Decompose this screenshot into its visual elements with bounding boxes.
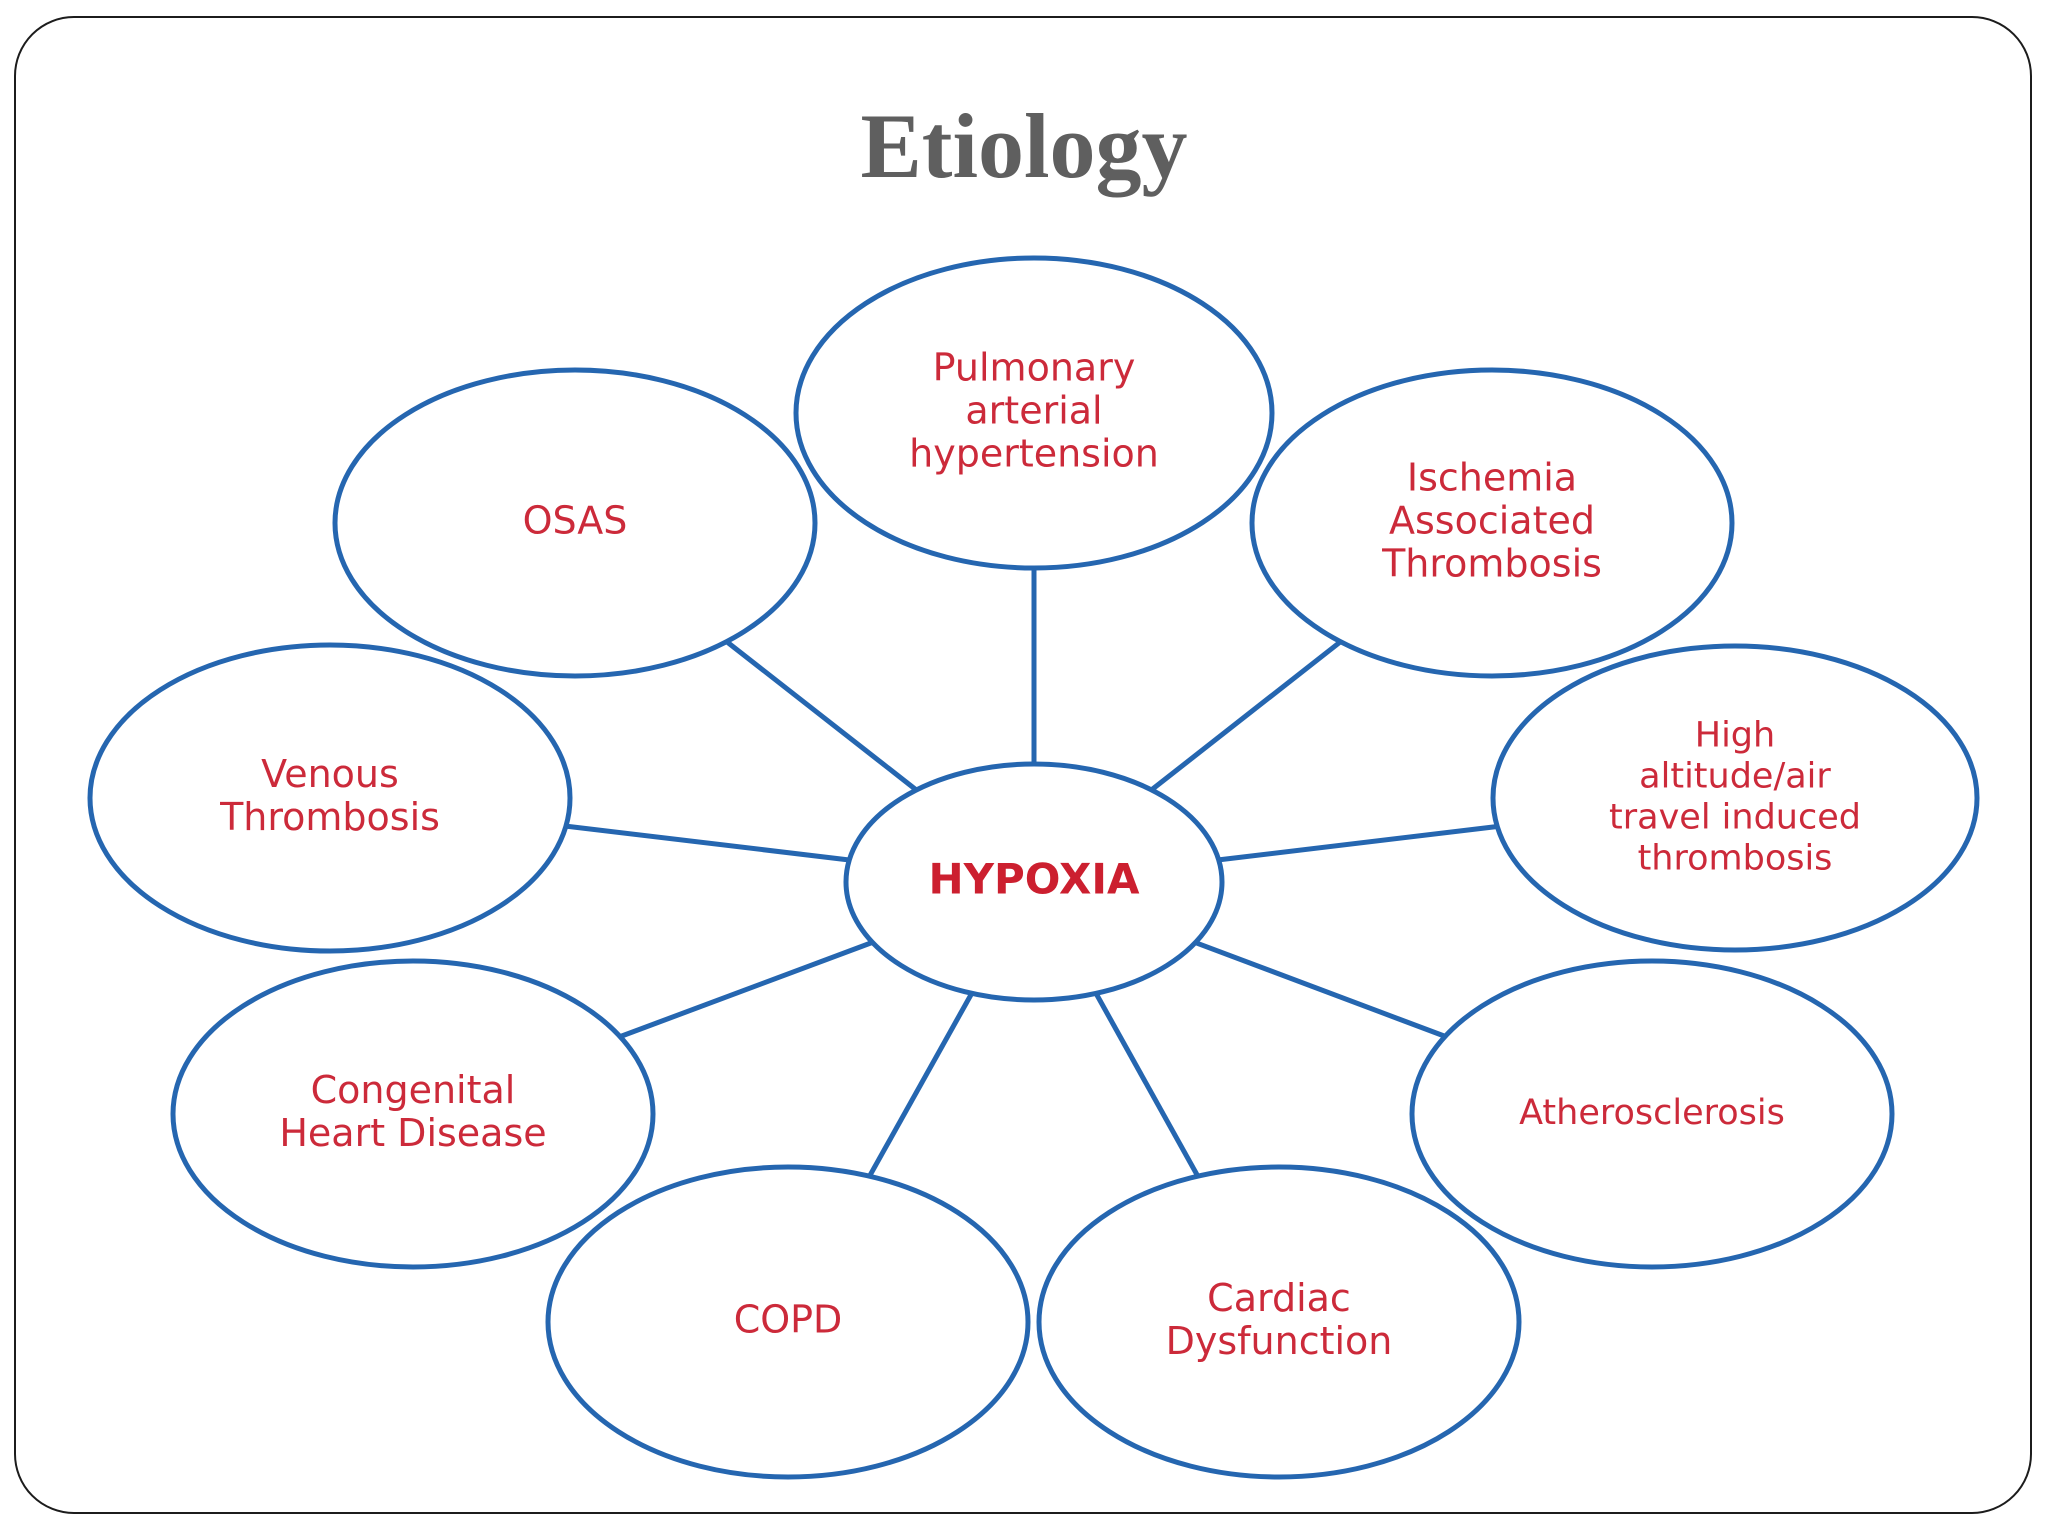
node-pulmonary-arterial-hypertension-label-line: hypertension <box>909 432 1159 476</box>
node-circle-osas <box>332 367 818 679</box>
node-osas: OSAS <box>332 367 818 679</box>
diagram-nodes: PulmonaryarterialhypertensionIschemiaAss… <box>87 255 1980 1480</box>
connector-cardiac-dysfunction <box>1093 992 1200 1178</box>
connector-lines <box>565 568 1498 1178</box>
node-cardiac-dysfunction-label-line: Cardiac <box>1207 1276 1351 1320</box>
node-venous-thrombosis-label-line: Thrombosis <box>219 795 440 839</box>
connector-osas <box>725 639 918 792</box>
node-high-altitude-thrombosis-label-line: thrombosis <box>1638 839 1833 879</box>
connector-ischemia-associated-thrombosis <box>1149 639 1343 792</box>
node-cardiac-dysfunction-label-line: Dysfunction <box>1166 1319 1393 1363</box>
node-congenital-heart-disease-label-line: Congenital <box>311 1068 516 1112</box>
node-circle-venous-thrombosis <box>87 642 573 954</box>
node-atherosclerosis-label-line: Atherosclerosis <box>1519 1093 1785 1133</box>
node-hypoxia-label-line: HYPOXIA <box>928 855 1140 904</box>
connector-venous-thrombosis <box>565 823 850 863</box>
node-ischemia-associated-thrombosis-label-line: Thrombosis <box>1381 542 1602 586</box>
node-congenital-heart-disease-label-line: Heart Disease <box>279 1111 546 1155</box>
node-circle-ischemia-associated-thrombosis <box>1249 367 1735 679</box>
connector-congenital-heart-disease <box>619 940 874 1039</box>
node-circle-cardiac-dysfunction <box>1036 1164 1522 1480</box>
node-atherosclerosis: Atherosclerosis <box>1409 958 1895 1270</box>
connector-atherosclerosis <box>1194 940 1447 1039</box>
node-pulmonary-arterial-hypertension-label-line: arterial <box>965 389 1102 433</box>
node-high-altitude-thrombosis-label-line: High <box>1695 716 1775 756</box>
node-hypoxia-center: HYPOXIA <box>843 761 1225 1003</box>
node-high-altitude-thrombosis-label-line: travel induced <box>1609 798 1861 838</box>
node-circle-atherosclerosis <box>1409 958 1895 1270</box>
node-circle-hypoxia <box>843 761 1225 1003</box>
node-copd-label-line: COPD <box>734 1298 843 1342</box>
node-circle-copd <box>545 1164 1031 1480</box>
node-high-altitude-thrombosis-label-line: altitude/air <box>1639 757 1831 797</box>
node-ischemia-associated-thrombosis-label-line: Associated <box>1389 499 1595 543</box>
slide-title: Etiology <box>860 95 1188 197</box>
node-osas-label-line: OSAS <box>523 499 628 543</box>
node-pulmonary-arterial-hypertension-label-line: Pulmonary <box>933 346 1136 390</box>
node-copd: COPD <box>545 1164 1031 1480</box>
node-circle-pulmonary-arterial-hypertension <box>793 255 1275 571</box>
connector-high-altitude-thrombosis <box>1218 824 1498 863</box>
node-circle-high-altitude-thrombosis <box>1490 643 1980 953</box>
node-ischemia-associated-thrombosis-label-line: Ischemia <box>1407 456 1577 500</box>
node-circle-congenital-heart-disease <box>170 958 656 1270</box>
node-venous-thrombosis-label-line: Venous <box>261 752 399 796</box>
connector-copd <box>867 992 974 1178</box>
